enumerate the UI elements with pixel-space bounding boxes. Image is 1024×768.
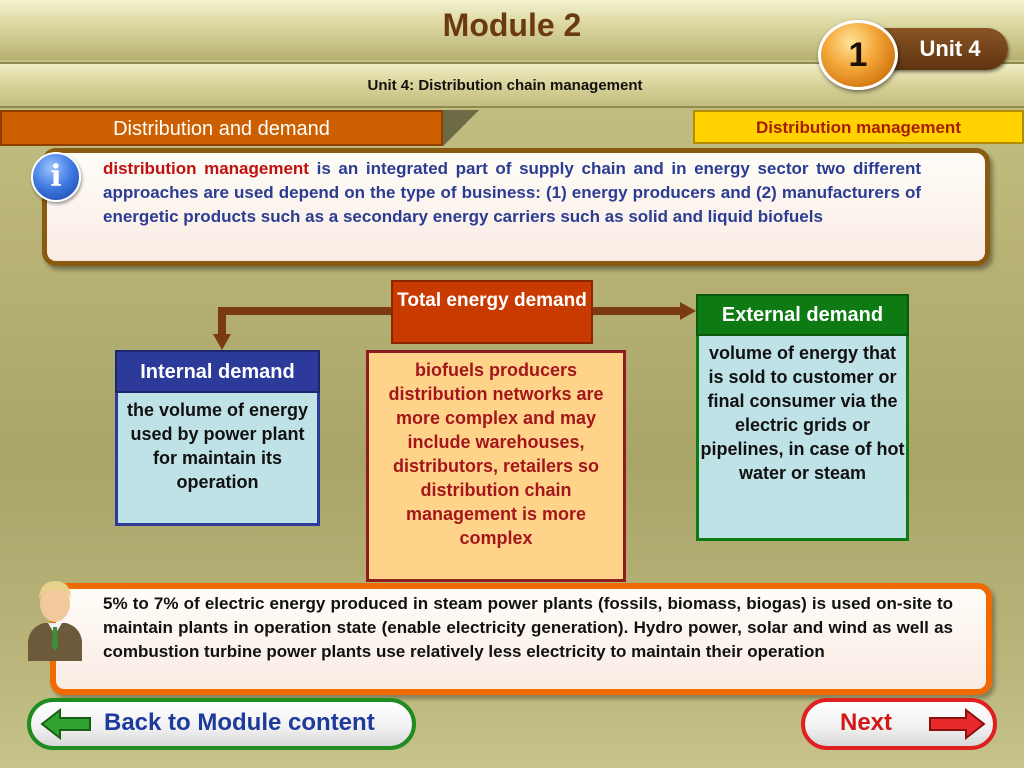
info-panel <box>42 148 990 266</box>
connector-right-horizontal <box>593 307 681 315</box>
connector-left-vertical <box>218 307 226 337</box>
page-subtitle: Unit 4: Distribution chain management <box>367 77 643 94</box>
next-button-label[interactable]: Next <box>840 709 893 736</box>
arrow-right-connector-icon <box>680 302 696 320</box>
page-title: Module 2 <box>442 7 582 43</box>
biofuels-distribution-box: biofuels producers distribution networks… <box>366 350 626 582</box>
arrow-left-icon <box>40 708 91 740</box>
back-to-module-button[interactable] <box>27 698 416 750</box>
internal-demand-text: the volume of energy used by power plant… <box>115 393 320 526</box>
person-icon <box>28 581 82 661</box>
unit-label: Unit 4 <box>919 36 981 61</box>
tab-distribution-and-demand[interactable]: Distribution and demand <box>0 110 443 146</box>
note-text: 5% to 7% of electric energy produced in … <box>103 594 953 661</box>
back-button-label[interactable]: Back to Module content <box>104 709 375 736</box>
arrow-right-icon <box>929 708 986 740</box>
tab-distribution-management[interactable]: Distribution management <box>693 110 1024 144</box>
unit-number-badge: 1 <box>818 20 898 90</box>
external-demand-text: volume of energy that is sold to custome… <box>696 336 909 541</box>
info-highlight: distribution management <box>103 159 309 178</box>
external-demand-title: External demand <box>696 294 909 336</box>
arrow-down-icon <box>213 334 231 350</box>
connector-left-horizontal <box>218 307 391 315</box>
note-panel <box>50 583 992 695</box>
info-body: is an integrated part of supply chain an… <box>103 159 921 226</box>
total-energy-demand-box: Total energy demand <box>391 280 593 344</box>
info-icon: i <box>31 152 81 202</box>
internal-demand-title: Internal demand <box>115 350 320 393</box>
tab-notch <box>443 110 479 146</box>
info-text: distribution management is an integrated… <box>103 157 921 229</box>
